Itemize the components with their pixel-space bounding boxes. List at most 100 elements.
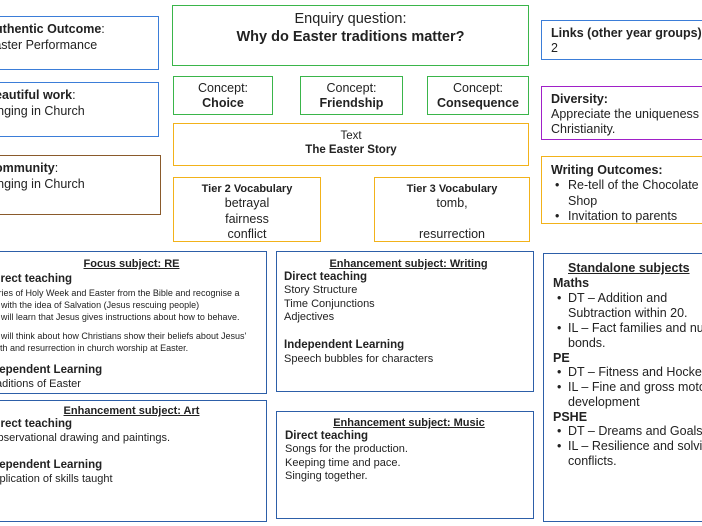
- re-independent-text: Traditions of Easter: [0, 378, 81, 390]
- pe-item-line: DT – Fitness and Hockey: [568, 365, 702, 379]
- diversity-line: Appreciate the uniqueness of: [551, 107, 702, 121]
- links-heading: Links (other year groups):: [551, 26, 702, 40]
- beautiful-work-label: Beautiful work: [0, 88, 73, 102]
- writing-independent-text: Speech bubbles for characters: [284, 352, 434, 365]
- authentic-outcome-value: Easter Performance: [0, 38, 98, 52]
- maths-item-line: Subtraction within 20.: [568, 306, 688, 320]
- tier2-word: fairness: [225, 211, 269, 226]
- concept-choice-box: Concept: Choice: [173, 76, 273, 115]
- pe-heading: PE: [553, 351, 570, 365]
- music-title: Enhancement subject: Music: [333, 417, 485, 429]
- text-value: The Easter Story: [305, 144, 397, 156]
- enquiry-question: Why do Easter traditions matter?: [236, 29, 465, 45]
- writing-direct-heading: Direct teaching: [284, 271, 368, 283]
- concept-label: Concept:: [326, 81, 377, 95]
- tier3-word: tomb,: [436, 196, 468, 210]
- community-row: Community:: [0, 160, 160, 176]
- re-direct-text: Stories of Holy Week and Easter from the…: [0, 287, 266, 354]
- writing-outcome-line: Invitation to parents: [568, 209, 678, 223]
- art-direct-text: Observational drawing and paintings.: [0, 432, 171, 444]
- tier3-word: resurrection: [419, 227, 485, 241]
- diversity-box: Diversity: Appreciate the uniqueness of …: [541, 86, 702, 140]
- links-value: 2: [551, 41, 558, 55]
- re-title: Focus subject: RE: [83, 258, 180, 270]
- art-enhancement-box: Enhancement subject: Art Direct teaching…: [0, 400, 267, 522]
- community-value: Singing in Church: [0, 177, 85, 191]
- diversity-line: Christianity.: [551, 122, 616, 136]
- re-focus-box: Focus subject: RE Direct teaching Storie…: [0, 251, 267, 394]
- re-independent-heading: Independent Learning: [0, 364, 103, 376]
- beautiful-work-colon: :: [72, 88, 76, 102]
- writing-outcome-item: Invitation to parents: [555, 209, 702, 223]
- writing-direct-line: Time Conjunctions: [284, 297, 375, 310]
- art-independent-heading: Independent Learning: [0, 459, 103, 471]
- tier2-word: betrayal: [224, 196, 270, 210]
- writing-outcome-line: Shop: [568, 193, 598, 208]
- writing-outcome-line: Re-tell of the Chocolate: [568, 178, 699, 192]
- art-title: Enhancement subject: Art: [63, 405, 200, 417]
- writing-outcomes-box: Writing Outcomes: Re-tell of the Chocola…: [541, 156, 702, 224]
- re-direct-heading: Direct teaching: [0, 273, 73, 285]
- music-direct-heading: Direct teaching: [285, 430, 369, 442]
- pshe-item-line: conflicts.: [568, 454, 617, 468]
- pshe-heading: PSHE: [553, 410, 588, 424]
- maths-item-line: IL – Fact families and number: [568, 321, 702, 335]
- re-direct-line: We will learn that Jesus gives instructi…: [0, 312, 240, 322]
- diversity-heading: Diversity:: [551, 92, 608, 106]
- concept-value: Consequence: [437, 96, 519, 110]
- concept-friendship-box: Concept: Friendship: [300, 76, 403, 115]
- text-box: Text The Easter Story: [173, 123, 529, 166]
- links-box: Links (other year groups): 2: [541, 20, 702, 60]
- maths-heading: Maths: [553, 276, 590, 290]
- tier3-heading: Tier 3 Vocabulary: [406, 183, 498, 195]
- writing-title: Enhancement subject: Writing: [329, 258, 488, 270]
- writing-enhancement-box: Enhancement subject: Writing Direct teac…: [276, 251, 534, 392]
- pshe-list: DT – Dreams and Goals IL – Resilience an…: [554, 424, 702, 469]
- community-box: Community: Singing in Church: [0, 155, 161, 215]
- pshe-item-line: IL – Resilience and solving: [568, 439, 702, 453]
- pe-item-line: development: [568, 395, 640, 409]
- writing-outcomes-heading: Writing Outcomes:: [551, 163, 663, 177]
- standalone-subjects-box: Standalone subjects Maths DT – Addition …: [543, 253, 702, 522]
- music-direct-line: Songs for the production.: [285, 443, 408, 455]
- music-direct-line: Singing together.: [285, 470, 368, 482]
- pe-list: DT – Fitness and Hockey IL – Fine and gr…: [554, 365, 702, 410]
- tier2-heading: Tier 2 Vocabulary: [201, 183, 293, 195]
- maths-item: IL – Fact families and numberbonds.: [554, 321, 702, 351]
- pshe-item-line: DT – Dreams and Goals: [568, 424, 702, 438]
- maths-item-line: DT – Addition and: [568, 291, 668, 305]
- tier3-vocabulary-box: Tier 3 Vocabulary tomb, resurrection: [374, 177, 530, 242]
- community-colon: :: [54, 161, 59, 175]
- pshe-item: DT – Dreams and Goals: [554, 424, 702, 439]
- writing-direct-line: Adjectives: [284, 311, 335, 323]
- tier2-vocabulary-box: Tier 2 Vocabulary betrayal fairness conf…: [173, 177, 321, 242]
- concept-value: Choice: [202, 96, 244, 110]
- enquiry-question-box: Enquiry question: Why do Easter traditio…: [172, 5, 529, 66]
- re-direct-line: Stories of Holy Week and Easter from the…: [0, 288, 240, 298]
- music-direct-line: Keeping time and pace.: [285, 456, 401, 469]
- concept-value: Friendship: [319, 96, 384, 110]
- re-direct-line: death and resurrection in church worship…: [0, 343, 189, 353]
- tier3-word: [375, 212, 529, 228]
- standalone-title: Standalone subjects: [568, 261, 690, 275]
- authentic-outcome-colon: :: [101, 22, 105, 36]
- enquiry-label: Enquiry question:: [294, 11, 407, 27]
- beautiful-work-box: Beautiful work: Singing in Church: [0, 82, 159, 137]
- authentic-outcome-label: Authentic Outcome: [0, 22, 102, 36]
- community-label: Community: [0, 161, 55, 175]
- re-direct-line: link with the idea of Salvation (Jesus r…: [0, 300, 200, 310]
- pe-item: DT – Fitness and Hockey: [554, 365, 702, 380]
- authentic-outcome-box: Authentic Outcome: Easter Performance: [0, 16, 159, 70]
- beautiful-work-row: Beautiful work:: [0, 87, 158, 103]
- concept-label: Concept:: [197, 81, 249, 95]
- pe-item-line: IL – Fine and gross motor: [568, 380, 702, 394]
- tier2-word: conflict: [227, 227, 267, 241]
- art-independent-text: Application of skills taught: [0, 473, 113, 485]
- writing-direct-line: Story Structure: [284, 284, 358, 296]
